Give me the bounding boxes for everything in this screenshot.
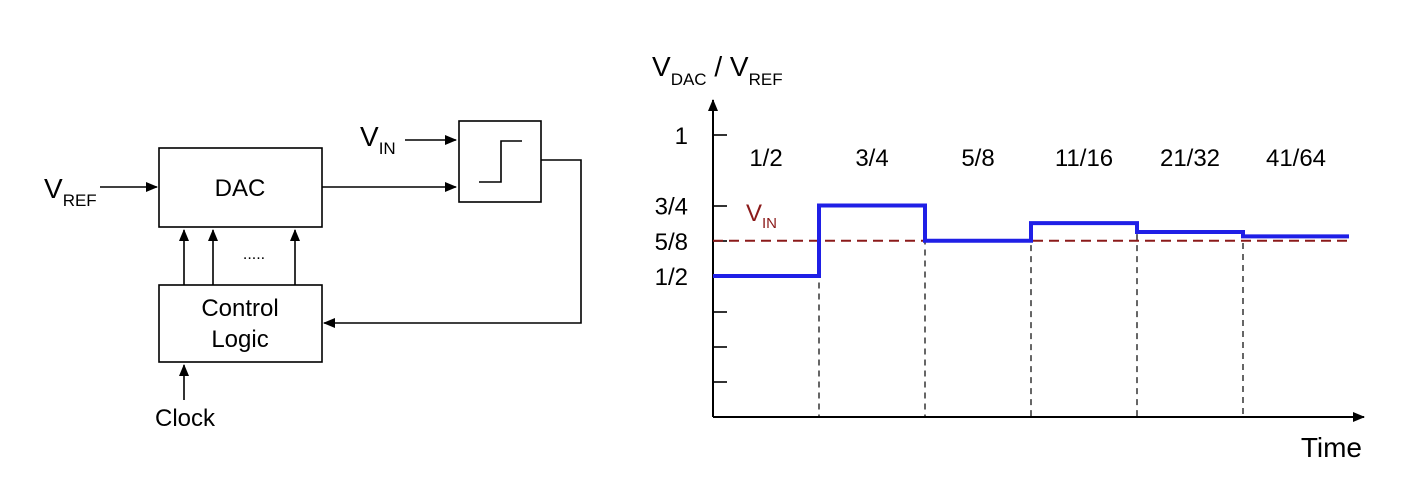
clock-label: Clock (155, 405, 216, 432)
y-tick-label: 3/4 (655, 194, 688, 221)
vref-label: VREF (44, 173, 97, 210)
y-tick-label: 1 (675, 123, 688, 150)
vin-reference-label: VIN (746, 200, 777, 232)
dac-label: DAC (215, 175, 266, 202)
control-label-line2: Logic (211, 326, 268, 353)
y-tick-label: 5/8 (655, 229, 688, 256)
vin-label: VIN (360, 121, 396, 158)
block-diagram: VREF DAC VIN Control Logic ..... Clock (44, 120, 582, 432)
step-value-label: 5/8 (961, 145, 994, 172)
dac-step-line (713, 203, 1349, 278)
y-ticks: 1 3/4 5/8 1/2 (655, 123, 727, 383)
x-axis-title: Time (1301, 432, 1362, 463)
timing-chart: VDAC / VREF Time VIN 1 3/4 5/8 1/2 1/2 3/4 5/… (652, 51, 1365, 463)
step-value-label: 41/64 (1266, 145, 1326, 172)
step-value-label: 21/32 (1160, 145, 1220, 172)
y-axis-title: VDAC / VREF (652, 51, 783, 89)
step-value-label: 11/16 (1055, 145, 1113, 172)
comparator-block (458, 120, 542, 203)
ellipsis-dots: ..... (243, 246, 265, 263)
dac-series (713, 203, 1349, 278)
step-value-label: 3/4 (855, 145, 888, 172)
comparator-step-icon (479, 140, 522, 183)
step-value-label: 1/2 (749, 145, 782, 172)
control-logic-block (158, 284, 323, 363)
feedback-arrow (323, 159, 582, 328)
step-value-labels: 1/2 3/4 5/8 11/16 21/32 41/64 (749, 145, 1326, 172)
control-label-line1: Control (201, 295, 278, 322)
y-tick-label: 1/2 (655, 264, 688, 291)
